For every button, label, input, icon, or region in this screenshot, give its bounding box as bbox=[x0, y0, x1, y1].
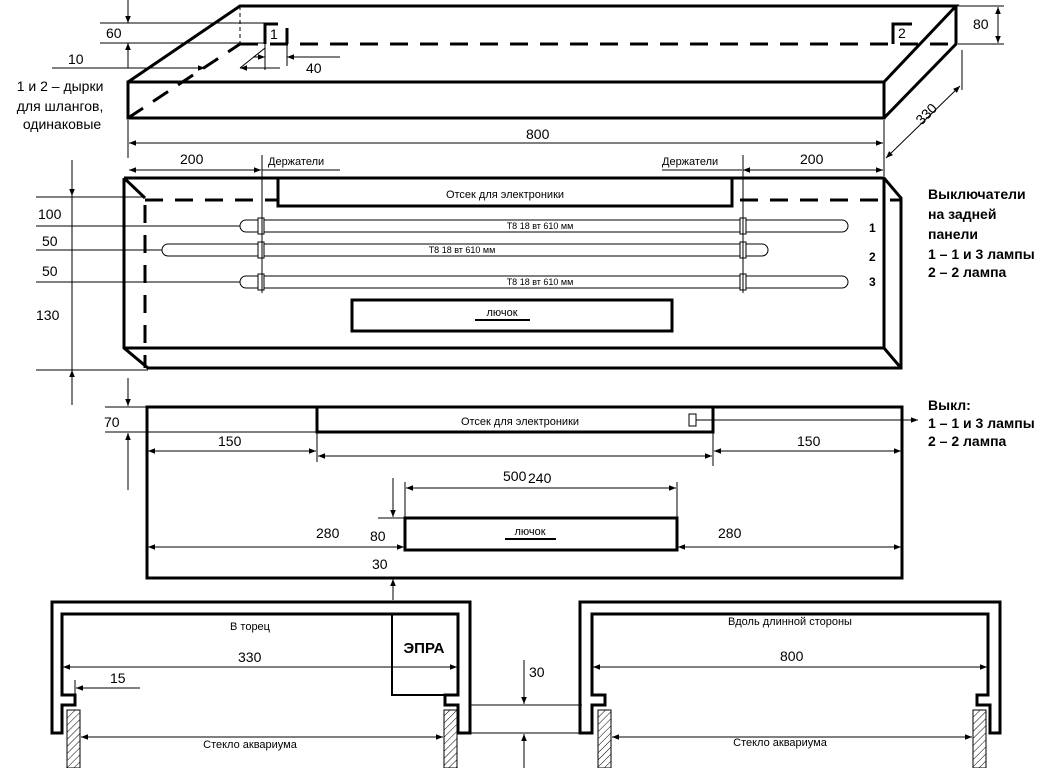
glass-right bbox=[972, 709, 987, 768]
switch-note: Выключатели на задней панели 1 – 1 и 3 л… bbox=[928, 186, 1039, 280]
electronics-compartment bbox=[276, 176, 734, 208]
hole-2-label: 2 bbox=[898, 25, 906, 41]
gap-dimension: 30 bbox=[470, 660, 582, 768]
dim-280-right: 280 bbox=[718, 525, 742, 541]
dim-40: 40 bbox=[306, 60, 322, 76]
electronics-label: Отсек для электроники bbox=[461, 416, 579, 428]
glass-label: Стекло аквариума bbox=[733, 737, 828, 749]
hidden-edge bbox=[127, 42, 241, 120]
hole-2-shape bbox=[891, 22, 912, 44]
dim-800: 800 bbox=[526, 126, 550, 142]
dim-10: 10 bbox=[68, 51, 84, 67]
hole-1-shape bbox=[263, 22, 278, 44]
dim-100: 100 bbox=[38, 206, 62, 222]
dim-80-hatch: 80 bbox=[370, 528, 386, 544]
front-view: 200 Держатели Держатели 200 Отсек для эл… bbox=[36, 151, 1039, 405]
ballast-label: ЭПРА bbox=[404, 640, 445, 657]
dim-800-section: 800 bbox=[780, 648, 804, 664]
glass-left bbox=[597, 709, 612, 768]
dim-500: 500 bbox=[503, 468, 527, 484]
dim-80: 80 bbox=[973, 16, 989, 32]
lamp-number-2: 2 bbox=[869, 250, 876, 264]
hatch-opening bbox=[350, 298, 674, 333]
ballast-box bbox=[391, 613, 459, 696]
hatch-opening bbox=[403, 516, 679, 552]
hatch-label: лючок bbox=[486, 307, 517, 319]
lid-front-face bbox=[126, 80, 886, 120]
lamp-2-label: T8 18 вт 610 мм bbox=[429, 245, 496, 255]
dim-60: 60 bbox=[106, 25, 122, 41]
section-end-title: В торец bbox=[230, 621, 271, 633]
hatch-label: лючок bbox=[514, 526, 545, 538]
bottom-view: Отсек для электроники Выкл: 1 – 1 и 3 ла… bbox=[104, 378, 1039, 600]
glass-left bbox=[66, 709, 81, 768]
dim-150-right: 150 bbox=[797, 433, 821, 449]
dim-130: 130 bbox=[36, 307, 60, 323]
electronics-label: Отсек для электроники bbox=[446, 189, 564, 201]
dim-15: 15 bbox=[110, 670, 126, 686]
dim-330: 330 bbox=[912, 100, 940, 128]
dim-240: 240 bbox=[528, 470, 552, 486]
lid-top-outline bbox=[127, 4, 960, 84]
section-end: ЭПРА В торец 330 15 Стекло аквариума bbox=[50, 600, 472, 768]
dim-70: 70 bbox=[104, 414, 120, 430]
top-3d-view: 1 2 60 10 40 1 и 2 – дырки для шлангов, … bbox=[17, 0, 1004, 176]
dim-30-hatch: 30 bbox=[372, 556, 388, 572]
dim-50-b: 50 bbox=[42, 263, 58, 279]
section-long-title: Вдоль длинной стороны bbox=[728, 616, 852, 628]
profile-outline bbox=[578, 600, 1002, 735]
glass-label: Стекло аквариума bbox=[203, 739, 298, 751]
dim-330-section: 330 bbox=[238, 649, 262, 665]
dim-150-left: 150 bbox=[218, 433, 242, 449]
holes-note: 1 и 2 – дырки для шлангов, одинаковые bbox=[17, 78, 108, 132]
switch-icon bbox=[688, 413, 697, 427]
dim-200-right: 200 bbox=[800, 151, 824, 167]
lamp-3-label: T8 18 вт 610 мм bbox=[507, 277, 574, 287]
lamp-number-1: 1 bbox=[869, 221, 876, 235]
dim-200-left: 200 bbox=[180, 151, 204, 167]
section-long: Вдоль длинной стороны 800 Стекло аквариу… bbox=[578, 600, 1002, 768]
holders-left-label: Держатели bbox=[268, 156, 324, 168]
dim-50-a: 50 bbox=[42, 233, 58, 249]
lamp-holders bbox=[257, 155, 747, 293]
holders-right-label: Держатели bbox=[662, 156, 718, 168]
dim-30-gap: 30 bbox=[529, 664, 545, 680]
dim-280-left: 280 bbox=[316, 525, 340, 541]
lamp-number-3: 3 bbox=[869, 275, 876, 289]
hole-1-label: 1 bbox=[270, 26, 278, 42]
switch-note: Выкл: 1 – 1 и 3 лампы 2 – 2 лампа bbox=[928, 397, 1039, 449]
lamp-1-label: T8 18 вт 610 мм bbox=[507, 221, 574, 231]
glass-right bbox=[443, 709, 458, 768]
